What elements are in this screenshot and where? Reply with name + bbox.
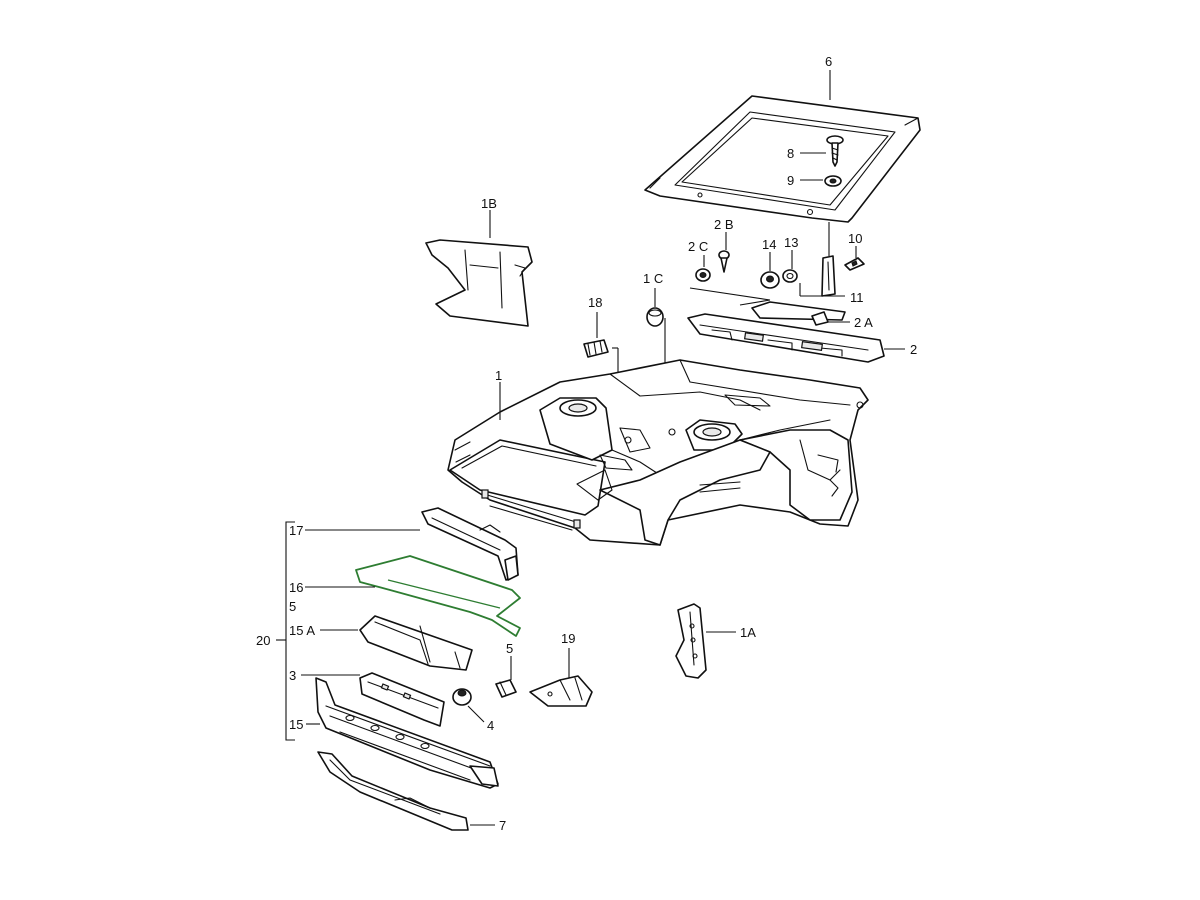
part-1a-bracket[interactable] [675, 603, 707, 679]
part-3-reinforcement[interactable] [359, 672, 445, 727]
callout-14: 14 [762, 237, 776, 252]
callout-15a: 15 A [289, 623, 315, 638]
callout-20: 20 [256, 633, 270, 648]
part-19-bracket[interactable] [529, 675, 593, 707]
callout-2: 2 [910, 342, 917, 357]
callout-9: 9 [787, 173, 794, 188]
callout-3: 3 [289, 668, 296, 683]
callout-1: 1 [495, 368, 502, 383]
callout-8: 8 [787, 146, 794, 161]
callout-10: 10 [848, 231, 862, 246]
callout-2b: 2 B [714, 217, 734, 232]
group-20-bracket [285, 521, 295, 741]
part-6-windshield-frame[interactable] [644, 95, 921, 223]
callout-5: 5 [506, 641, 513, 656]
callout-17: 17 [289, 523, 303, 538]
part-7-lower-spoiler[interactable] [317, 751, 469, 831]
part-8-screw[interactable] [826, 135, 844, 167]
callout-2c: 2 C [688, 239, 708, 254]
callout-11: 11 [850, 290, 864, 305]
part-9-clip-nut[interactable] [824, 175, 842, 187]
callout-7: 7 [499, 818, 506, 833]
part-15a-bumper-bracket[interactable] [359, 615, 473, 671]
part-2c-nut[interactable] [695, 268, 711, 282]
part-11-bracket[interactable] [821, 255, 836, 297]
part-4-rubber-mount[interactable] [452, 688, 472, 706]
part-5-block[interactable] [495, 679, 517, 698]
part-1c-plug[interactable] [646, 307, 664, 327]
callout-13: 13 [784, 235, 798, 250]
callout-18: 18 [588, 295, 602, 310]
callout-15: 15 [289, 717, 303, 732]
part-15-bumper[interactable] [315, 677, 499, 789]
callout-1c: 1 C [643, 271, 663, 286]
callout-1b: 1B [481, 196, 497, 211]
callout-16: 16 [289, 580, 303, 595]
part-2b-bolt[interactable] [718, 250, 730, 273]
callout-4: 4 [487, 718, 494, 733]
part-10-clip[interactable] [844, 257, 865, 271]
part-2-cowl-panel[interactable] [687, 313, 885, 363]
part-1b-bracket[interactable] [425, 239, 533, 327]
part-16-front-panel[interactable] [355, 555, 521, 637]
callout-1a: 1A [740, 625, 756, 640]
callout-2a: 2 A [854, 315, 873, 330]
part-17-cross-member[interactable] [421, 507, 519, 581]
part-1-front-body[interactable] [447, 359, 869, 546]
callout-6: 6 [825, 54, 832, 69]
part-13-washer[interactable] [782, 269, 798, 283]
callout-5-group: 5 [289, 599, 296, 614]
callout-19: 19 [561, 631, 575, 646]
part-18-bump-stop[interactable] [583, 339, 609, 358]
part-14-grommet[interactable] [760, 271, 780, 289]
